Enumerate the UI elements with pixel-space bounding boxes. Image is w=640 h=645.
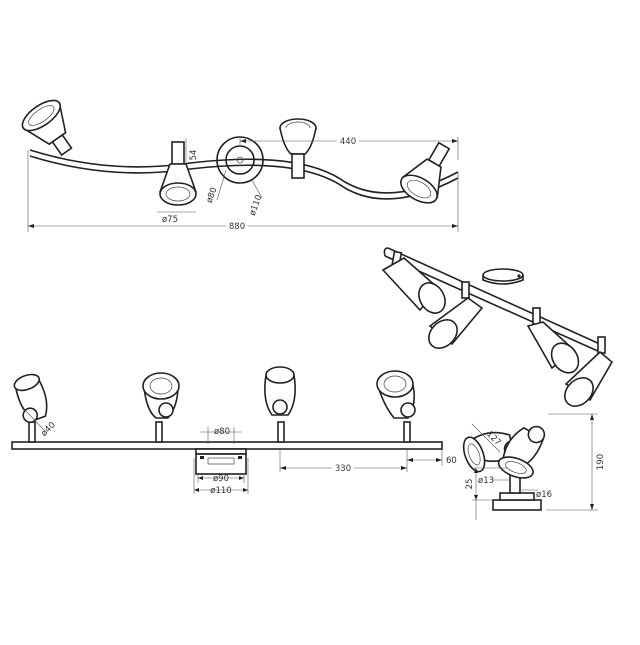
top-view-bar — [29, 149, 459, 194]
dim-end-offset: 60 — [446, 456, 457, 466]
dim-side-height: 190 — [596, 454, 606, 470]
front-bar — [11, 441, 443, 450]
top-spot-4 — [400, 141, 451, 204]
dim-side-base-diameter: ø16 — [536, 490, 552, 500]
front-spot-1 — [13, 373, 48, 443]
top-canopy-screw — [236, 156, 244, 164]
dim-front-canopy-bottom: ø110 — [210, 486, 231, 496]
persp-spot-2 — [428, 281, 484, 349]
persp-canopy — [482, 268, 524, 282]
persp-bar — [387, 247, 603, 346]
dim-spot-spacing: 330 — [335, 464, 351, 474]
side-shade-right — [497, 425, 546, 479]
dim-top-shade-height: 54 — [189, 150, 199, 161]
dim-top-canopy-outer: ø110 — [248, 194, 265, 218]
side-view: 190 127 25 ø13 ø16 — [462, 413, 606, 520]
top-view: 880 440 ø75 54 ø80 ø110 — [21, 99, 459, 232]
perspective-view — [381, 247, 614, 407]
top-spot-1 — [21, 99, 73, 157]
front-view: ø40 ø80 ø90 ø110 330 60 — [11, 366, 457, 496]
top-spot-2 — [159, 141, 197, 206]
persp-spot-4 — [564, 336, 614, 407]
side-canopy — [492, 499, 542, 511]
front-spot-4 — [376, 370, 416, 443]
dim-top-shade-diameter: ø75 — [162, 215, 178, 225]
dim-front-canopy-top: ø80 — [214, 427, 230, 437]
dim-side-stem-diameter: ø13 — [478, 476, 494, 486]
dim-half-width: 440 — [340, 137, 356, 147]
dim-top-canopy-inner: ø80 — [205, 186, 220, 204]
persp-spot-1 — [381, 250, 446, 314]
persp-spot-3 — [526, 307, 580, 374]
dim-front-shade-diameter: ø40 — [39, 420, 57, 438]
top-canopy-inner — [225, 145, 255, 175]
dim-front-canopy-mid: ø90 — [213, 474, 229, 484]
dim-overall-width: 880 — [229, 222, 245, 232]
top-spot-3 — [279, 118, 317, 179]
dim-side-stem-length: 25 — [465, 479, 475, 490]
top-view-bar-edge — [29, 155, 459, 200]
front-spot-2 — [142, 372, 180, 443]
front-spot-3 — [264, 366, 296, 443]
